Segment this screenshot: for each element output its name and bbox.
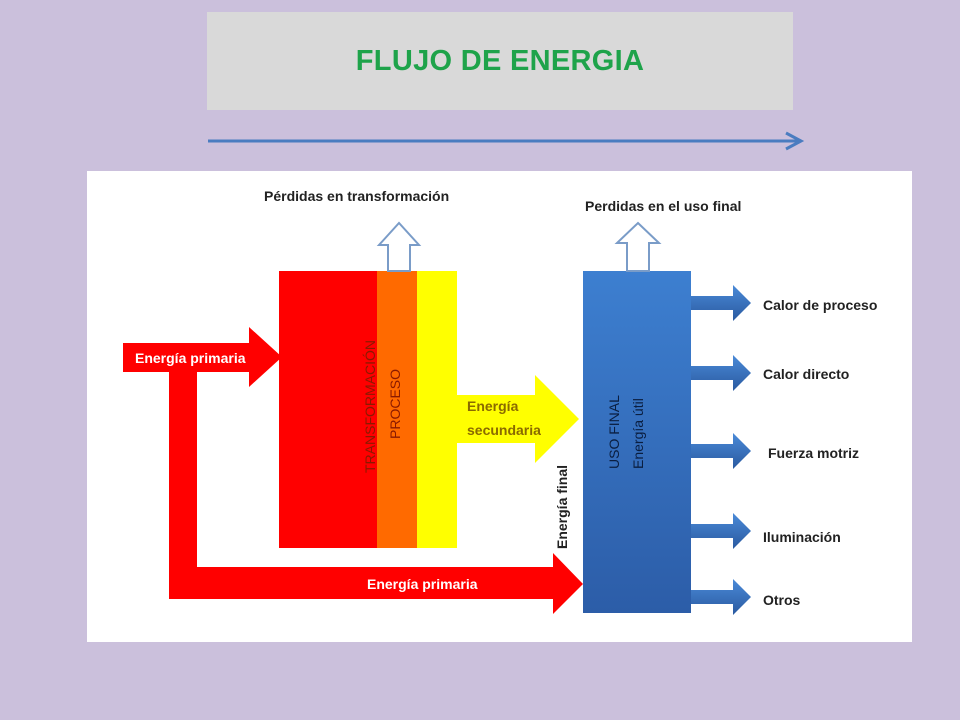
page-title: FLUJO DE ENERGIA xyxy=(355,44,645,77)
final-use-loss-arrow xyxy=(614,221,662,272)
final-use-label: USO FINAL xyxy=(606,395,622,469)
transformation-loss-arrow xyxy=(376,221,422,272)
output-arrow-2 xyxy=(691,355,751,391)
secondary-energy-label-1: Energía xyxy=(467,398,519,414)
output-label-5: Otros xyxy=(763,592,801,608)
primary-energy-input-arrow xyxy=(123,327,282,387)
yellow-block xyxy=(417,271,457,548)
output-arrow-1 xyxy=(691,285,751,321)
final-energy-label: Energía final xyxy=(554,465,570,549)
output-arrow-5 xyxy=(691,579,751,615)
process-label: PROCESO xyxy=(387,369,403,439)
output-label-1: Calor de proceso xyxy=(763,297,877,313)
output-arrow-4 xyxy=(691,513,751,549)
secondary-energy-arrow xyxy=(457,375,579,463)
useful-energy-label: Energía útil xyxy=(630,398,646,469)
energy-flow-diagram: Energía primaria Energía primaria TRANSF… xyxy=(87,171,912,642)
process-block xyxy=(377,271,417,548)
primary-energy-connector xyxy=(169,351,197,571)
transformation-loss-label: Pérdidas en transformación xyxy=(264,188,449,204)
title-box: FLUJO DE ENERGIA xyxy=(207,12,793,110)
secondary-energy-label-2: secundaria xyxy=(467,422,541,438)
primary-energy-direct-arrow xyxy=(169,553,583,614)
transformation-label: TRANSFORMACIÓN xyxy=(362,340,378,473)
final-use-block xyxy=(583,271,691,613)
final-use-loss-label: Perdidas en el uso final xyxy=(585,198,741,214)
flow-direction-arrow xyxy=(208,131,805,151)
output-label-4: Iluminación xyxy=(763,529,841,545)
transformation-block xyxy=(279,271,377,548)
output-label-2: Calor directo xyxy=(763,366,849,382)
primary-energy-input-label: Energía primaria xyxy=(135,350,246,366)
output-arrow-3 xyxy=(691,433,751,469)
primary-energy-direct-label: Energía primaria xyxy=(367,576,478,592)
output-label-3: Fuerza motriz xyxy=(768,445,859,461)
